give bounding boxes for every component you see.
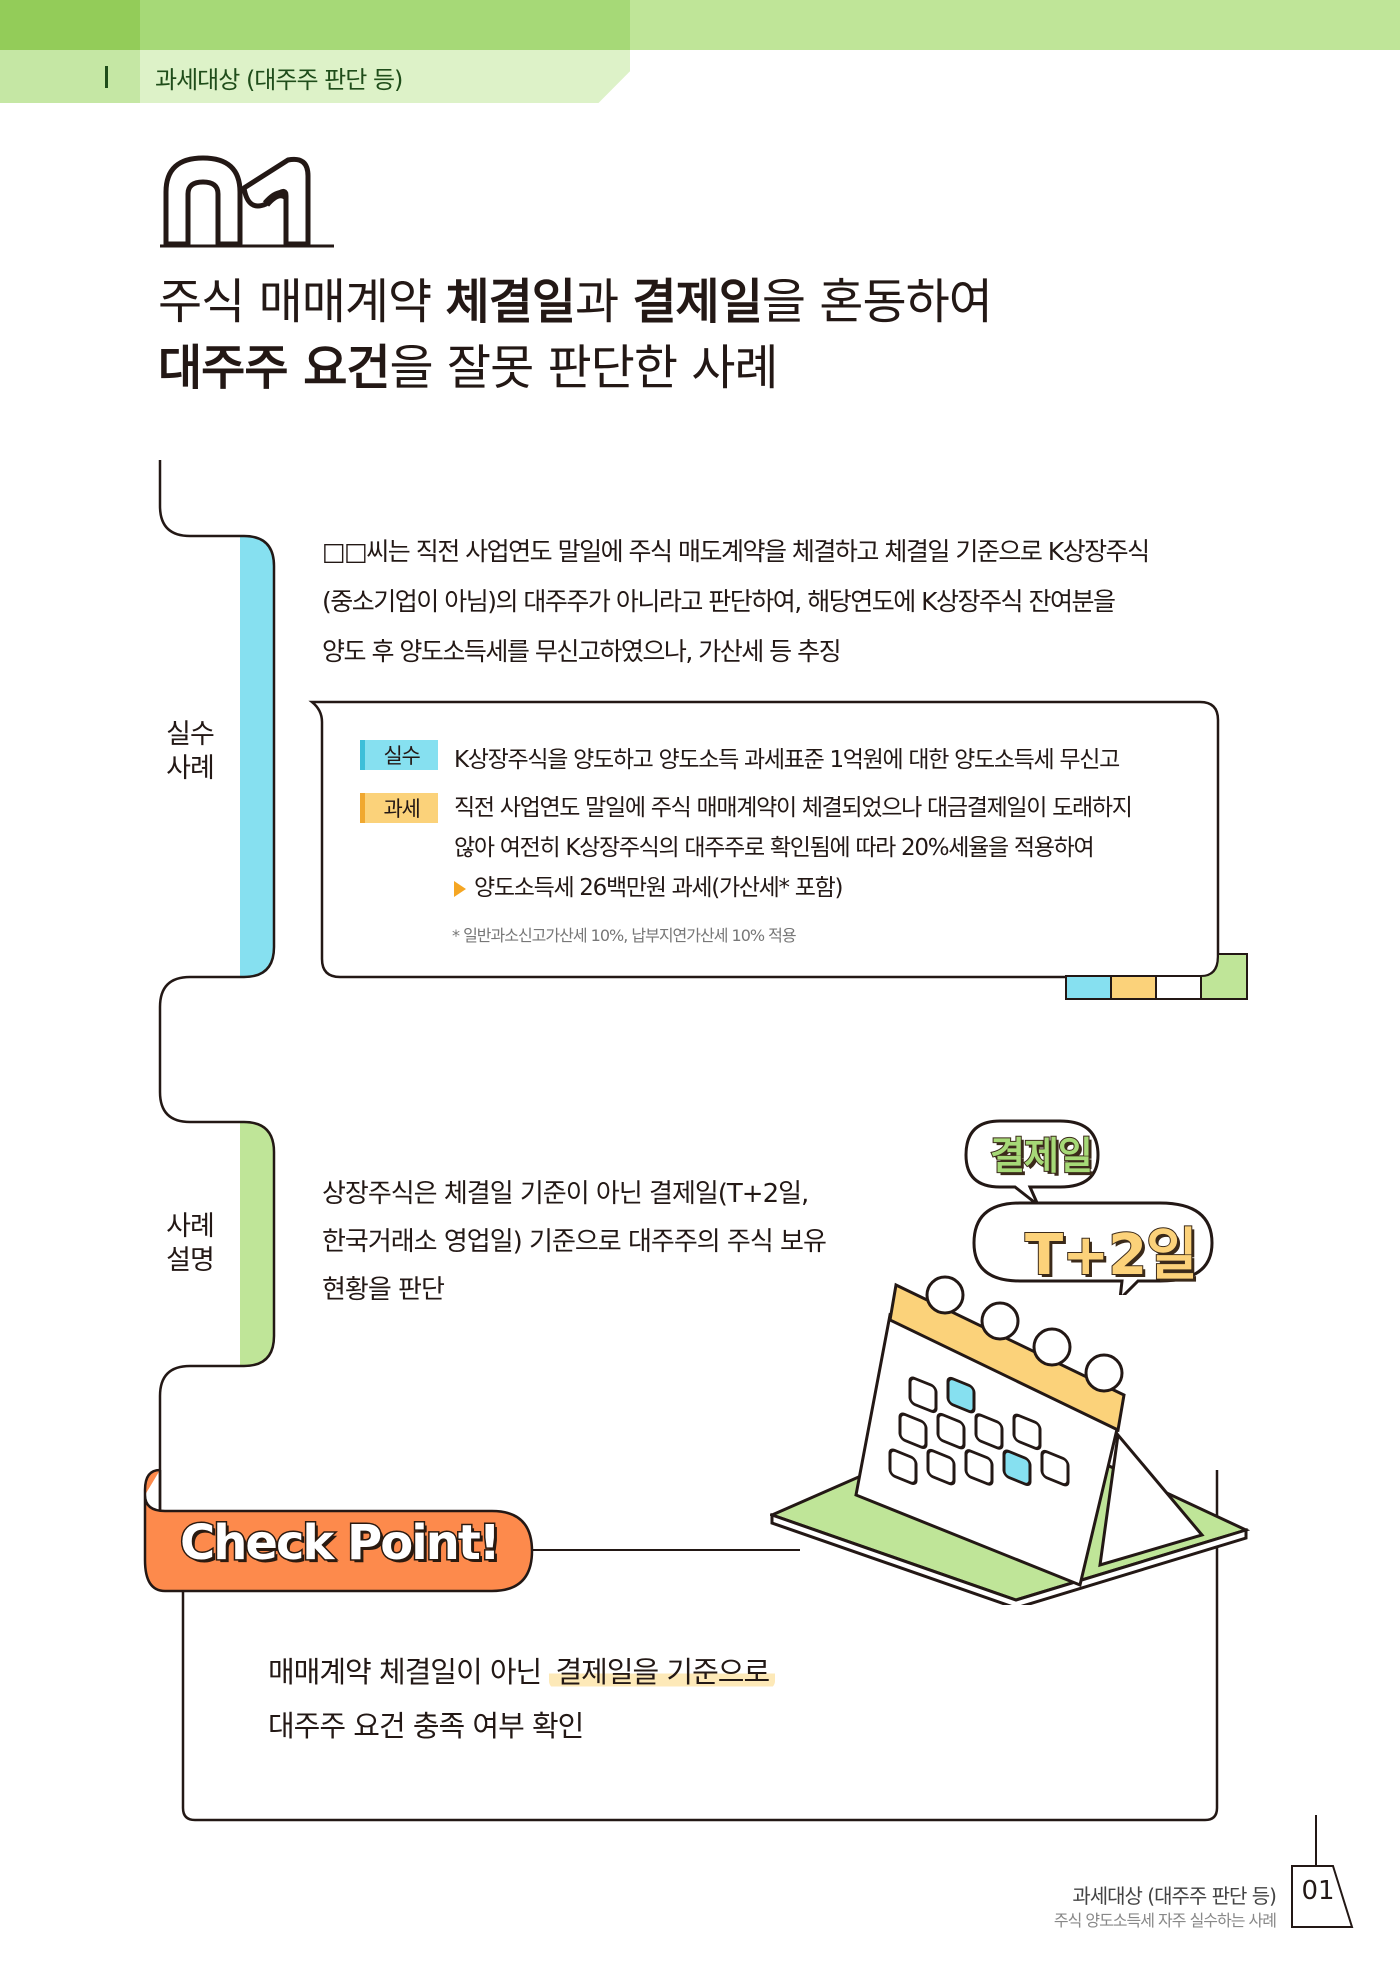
arrow-right-icon: [454, 880, 466, 897]
speech-bubbles: [964, 1119, 1214, 1295]
check-point-body: 매매계약 체결일이 아닌 결제일을 기준으로 대주주 요건 충족 여부 확인: [268, 1645, 776, 1753]
case-title-line-2: 대주주 요건을 잘못 판단한 사례: [158, 340, 779, 396]
mistake-paragraph: □□씨는 직전 사업연도 말일에 주식 매도계약을 체결하고 체결일 기준으로 …: [322, 537, 1150, 666]
detail-line: 않아 여전히 K상장주식의 대주주로 확인됨에 따라 20%세율을 적용하여: [454, 835, 1095, 861]
case-number-logo: 01: [160, 155, 334, 248]
explanation-section-label: 사례 설명: [166, 1211, 215, 1276]
highlight: 결제일을 기준으로: [549, 1655, 776, 1689]
footnote: * 일반과소신고가산세 10%, 납부지연가산세 10% 적용: [452, 926, 797, 945]
detail-row-taxation: 과세 직전 사업연도 말일에 주식 매매계약이 체결되었으나 대금결제일이 도래…: [360, 793, 1133, 908]
tag-mistake: 실수: [360, 740, 438, 770]
detail-result: 양도소득세 26백만원 과세(가산세* 포함): [454, 868, 1132, 908]
case-title-line-1: 주식 매매계약 체결일과 결제일을 혼동하여: [158, 274, 993, 330]
detail-row-mistake: 실수 K상장주식을 양도하고 양도소득 과세표준 1억원에 대한 양도소득세 무…: [360, 740, 1120, 774]
detail-row-text: K상장주식을 양도하고 양도소득 과세표준 1억원에 대한 양도소득세 무신고: [454, 747, 1120, 773]
section-tab-marker-bg: [0, 50, 140, 103]
header-band-corner: [0, 0, 140, 50]
check-point-label: Check Point!: [179, 1514, 503, 1573]
bubble-t-plus-2: T+2일: [1024, 1222, 1199, 1289]
bubble-settlement-day: 결제일: [989, 1133, 1094, 1179]
page-number: 01: [1301, 1876, 1335, 1906]
explanation-paragraph: 상장주식은 체결일 기준이 아닌 결제일(T+2일, 한국거래소 영업일) 기준…: [322, 1179, 827, 1305]
section-marker: [105, 66, 108, 88]
detail-line: 직전 사업연도 말일에 주식 매매계약이 체결되었으나 대금결제일이 도래하지: [454, 795, 1133, 821]
calendar-icon: [770, 1275, 1250, 1605]
footer-book-title: 주식 양도소득세 자주 실수하는 사례: [1053, 1911, 1277, 1930]
tag-taxation: 과세: [360, 793, 438, 823]
footer-chapter: 과세대상 (대주주 판단 등): [1072, 1884, 1277, 1908]
section-title: 과세대상 (대주주 판단 등): [155, 66, 403, 94]
mistake-section-label: 실수 사례: [166, 719, 215, 784]
